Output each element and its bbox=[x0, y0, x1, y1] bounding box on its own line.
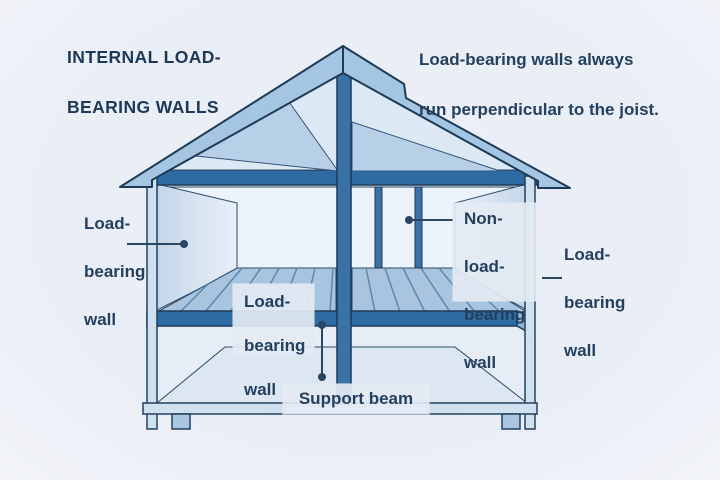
label-non-load-bearing-wall: Non- load- bearing wall bbox=[453, 203, 536, 372]
non-load-bearing-stud-1 bbox=[374, 186, 383, 269]
diagram-title: INTERNAL LOAD- BEARING WALLS bbox=[67, 47, 222, 117]
upper-floor-right bbox=[351, 267, 529, 313]
king-post-support-beam bbox=[336, 51, 352, 405]
left-exterior-load-bearing-wall bbox=[146, 175, 158, 430]
foundation-foot-left bbox=[171, 413, 191, 430]
perpendicular-joist-note: Load-bearing walls always run perpendicu… bbox=[419, 50, 659, 119]
foundation-foot-right bbox=[501, 413, 521, 430]
attic-strut-right bbox=[351, 121, 501, 172]
pointer-non-load-bearing bbox=[405, 216, 453, 224]
pointer-support-beam bbox=[318, 321, 326, 381]
label-center-load-bearing-wall: Load- bearing wall bbox=[233, 284, 314, 399]
label-support-beam: Support beam bbox=[283, 384, 429, 414]
roof-right-panel bbox=[342, 45, 571, 189]
mid-floor-beam bbox=[146, 310, 518, 327]
label-right-load-bearing-wall: Load- bearing wall bbox=[564, 245, 626, 360]
non-load-bearing-stud-2 bbox=[414, 186, 423, 269]
label-left-load-bearing-wall: Load- bearing wall bbox=[84, 214, 146, 329]
pointer-left-wall bbox=[127, 240, 188, 248]
